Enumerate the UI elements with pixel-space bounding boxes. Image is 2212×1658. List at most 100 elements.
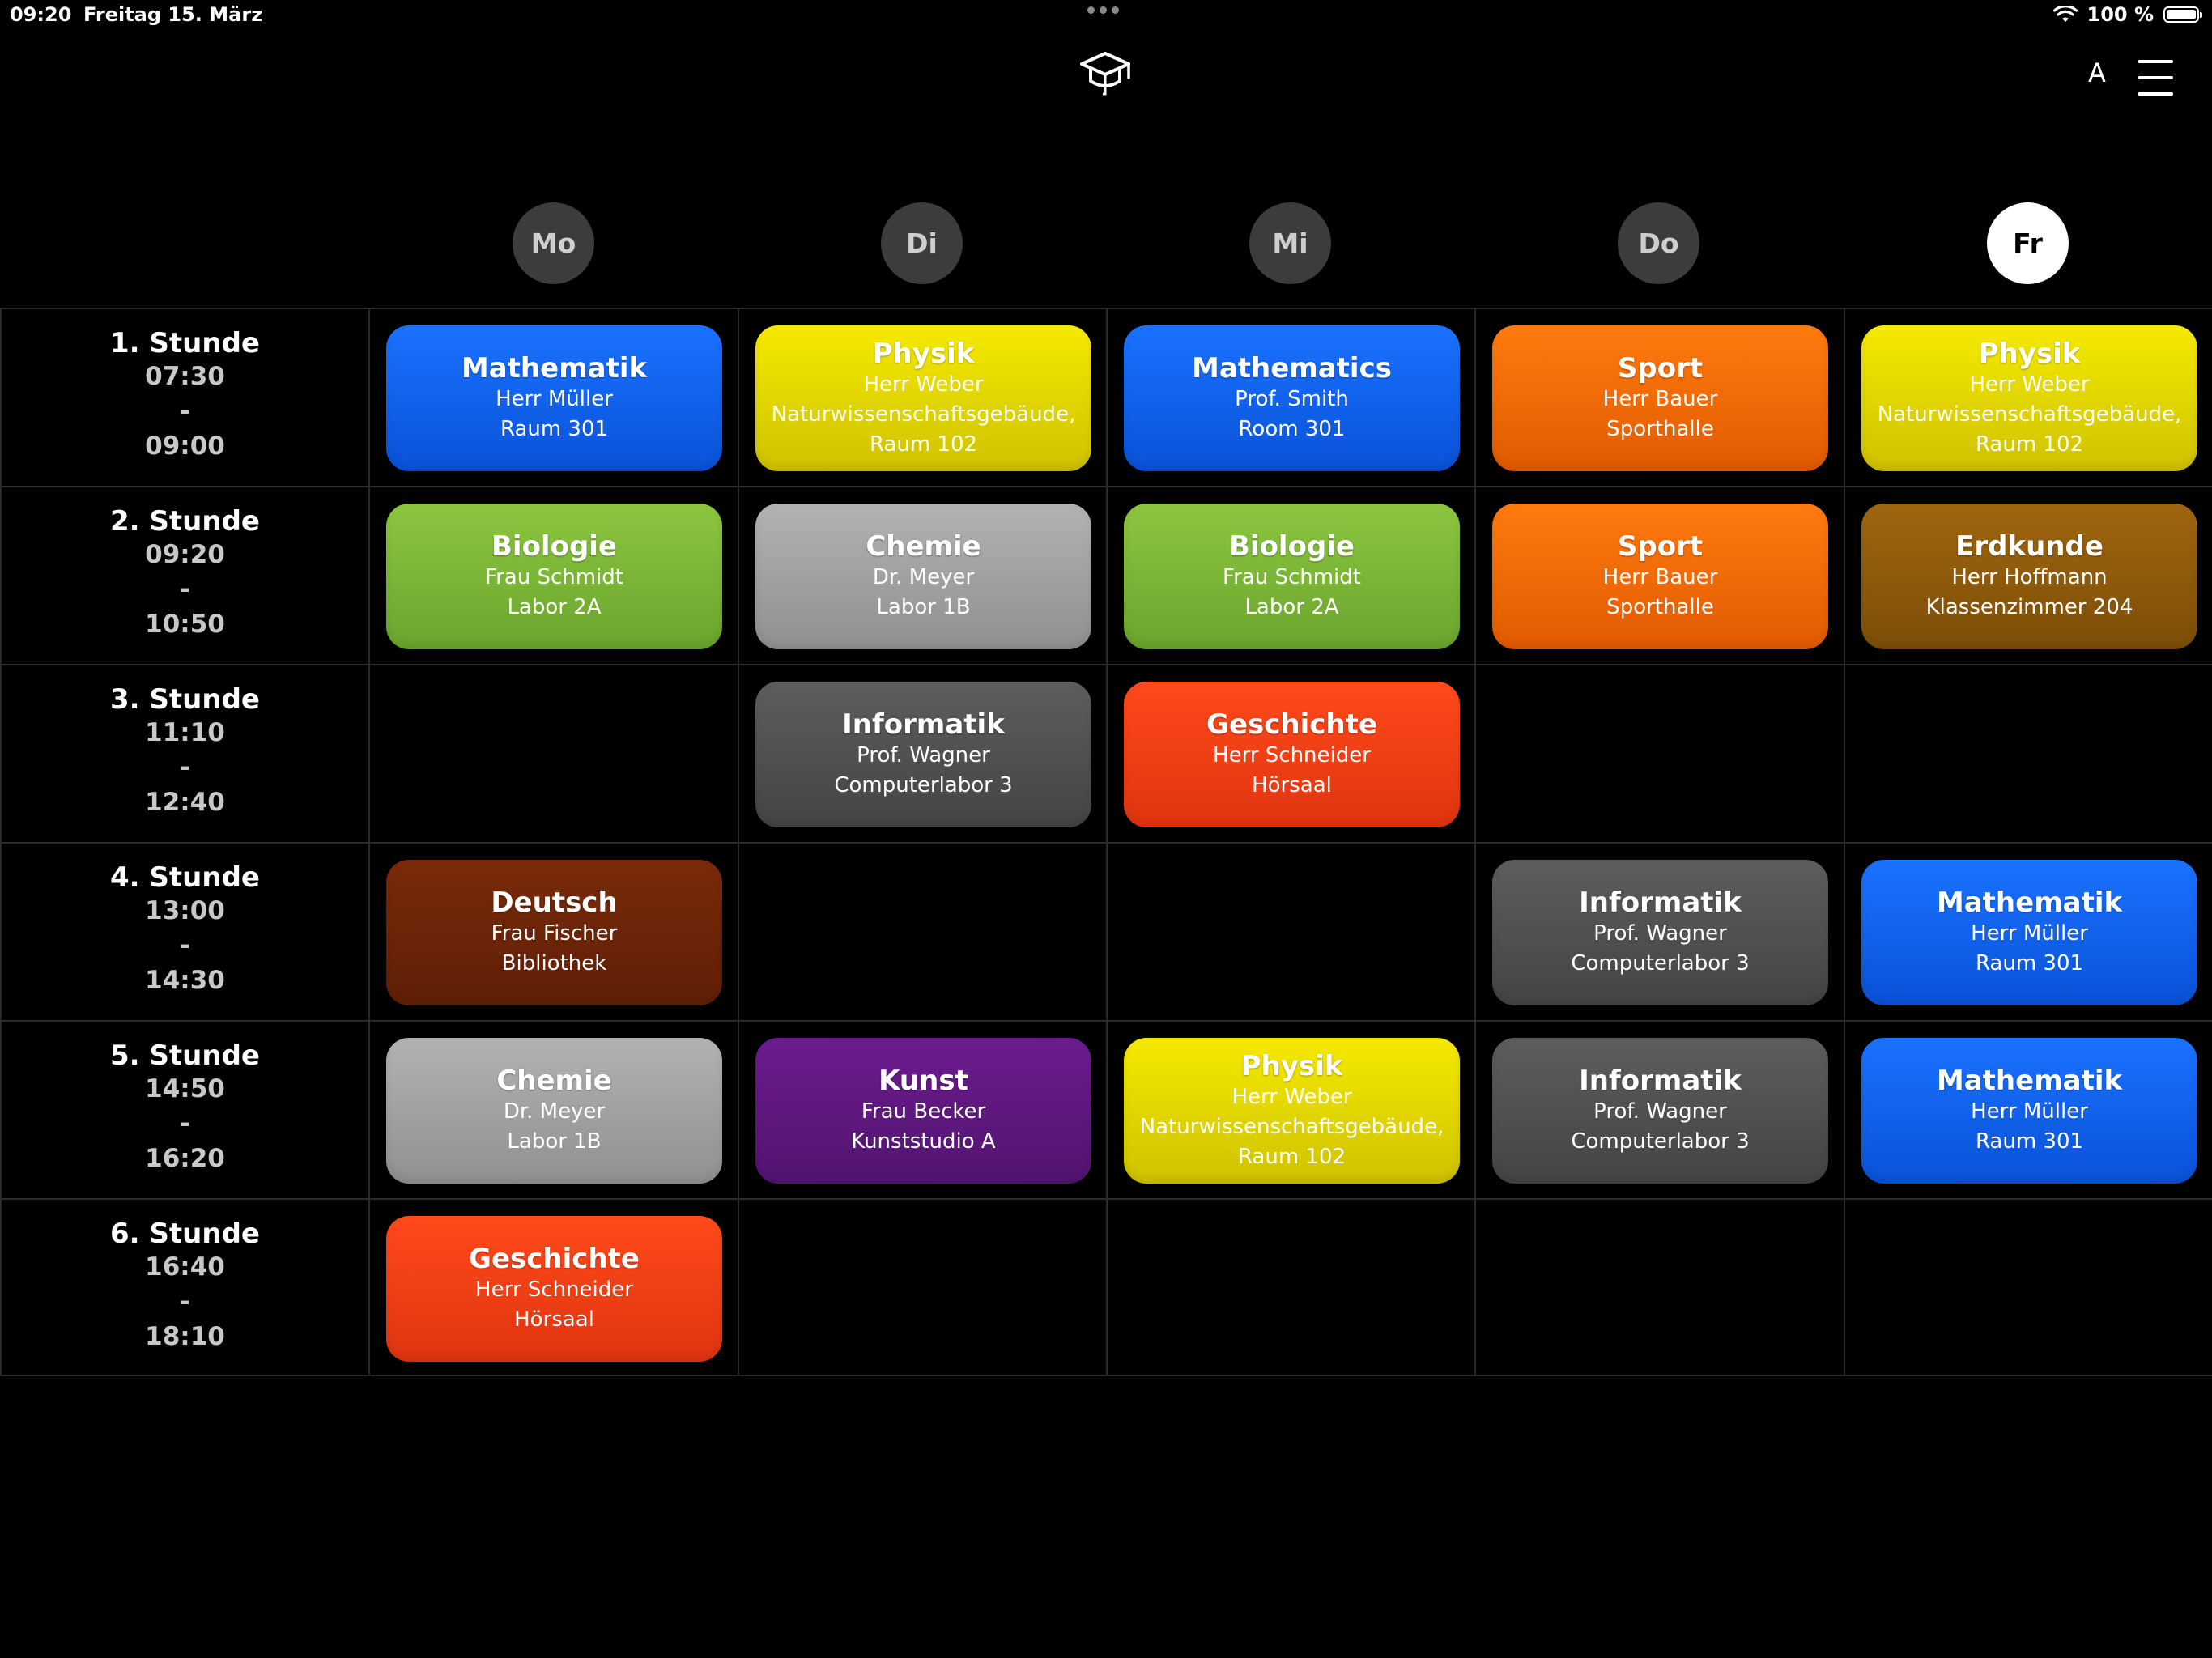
lesson-card[interactable]: Mathematik Herr Müller Raum 301	[1861, 860, 2197, 1005]
lesson-teacher: Herr Müller	[1971, 1099, 2088, 1124]
lesson-subject: Chemie	[866, 530, 981, 563]
status-time: 09:20	[10, 3, 72, 26]
period-row: 5. Stunde 14:50 - 16:20 Chemie Dr. Meyer…	[0, 1020, 2212, 1198]
lesson-card[interactable]: Deutsch Frau Fischer Bibliothek	[386, 860, 722, 1005]
lesson-card[interactable]: Informatik Prof. Wagner Computerlabor 3	[1492, 1038, 1828, 1184]
lesson-room: Raum 301	[500, 417, 609, 441]
lesson-cell: Chemie Dr. Meyer Labor 1B	[368, 1022, 738, 1198]
period-end: 14:30	[145, 966, 225, 995]
day-tab-friday[interactable]: Fr	[1987, 202, 2069, 284]
lesson-cell: Informatik Prof. Wagner Computerlabor 3	[1474, 844, 1844, 1020]
empty-cell[interactable]	[1844, 665, 2212, 842]
lesson-room: Kunststudio A	[851, 1129, 996, 1154]
empty-cell[interactable]	[1106, 1200, 1474, 1376]
empty-cell[interactable]	[738, 844, 1106, 1020]
period-row: 6. Stunde 16:40 - 18:10 Geschichte Herr …	[0, 1198, 2212, 1376]
period-row: 1. Stunde 07:30 - 09:00 Mathematik Herr …	[0, 308, 2212, 486]
lesson-teacher: Herr Hoffmann	[1951, 565, 2108, 589]
lesson-cell: Geschichte Herr Schneider Hörsaal	[1106, 665, 1474, 842]
lesson-teacher: Prof. Smith	[1235, 387, 1349, 411]
lesson-room: Bibliothek	[501, 951, 607, 976]
day-tab-wednesday[interactable]: Mi	[1249, 202, 1331, 284]
lesson-room: Room 301	[1238, 417, 1346, 441]
lesson-teacher: Herr Bauer	[1602, 387, 1718, 411]
lesson-card[interactable]: Biologie Frau Schmidt Labor 2A	[386, 504, 722, 649]
lesson-subject: Informatik	[842, 708, 1005, 741]
multitasking-dots-icon[interactable]	[1087, 6, 1119, 14]
period-row: 2. Stunde 09:20 - 10:50 Biologie Frau Sc…	[0, 486, 2212, 664]
lesson-room: Naturwissenschaftsgebäude, Raum 102	[1139, 1114, 1444, 1169]
lesson-card[interactable]: Sport Herr Bauer Sporthalle	[1492, 325, 1828, 471]
lesson-card[interactable]: Kunst Frau Becker Kunststudio A	[755, 1038, 1091, 1184]
status-date: Freitag 15. März	[83, 3, 263, 26]
lesson-card[interactable]: Physik Herr Weber Naturwissenschaftsgebä…	[755, 325, 1091, 471]
lesson-card[interactable]: Sport Herr Bauer Sporthalle	[1492, 504, 1828, 649]
lesson-cell: Sport Herr Bauer Sporthalle	[1474, 487, 1844, 664]
lesson-teacher: Herr Müller	[1971, 921, 2088, 946]
lesson-subject: Geschichte	[1206, 708, 1377, 741]
lesson-room: Naturwissenschaftsgebäude, Raum 102	[1877, 402, 2182, 457]
period-start: 16:40	[145, 1252, 225, 1282]
lesson-room: Sporthalle	[1606, 595, 1714, 619]
lesson-card[interactable]: Geschichte Herr Schneider Hörsaal	[386, 1216, 722, 1362]
lesson-teacher: Prof. Wagner	[1593, 1099, 1727, 1124]
lesson-room: Computerlabor 3	[834, 773, 1013, 797]
lesson-card[interactable]: Chemie Dr. Meyer Labor 1B	[755, 504, 1091, 649]
lesson-card[interactable]: Physik Herr Weber Naturwissenschaftsgebä…	[1124, 1038, 1460, 1184]
lesson-subject: Kunst	[878, 1065, 968, 1097]
lesson-teacher: Prof. Wagner	[1593, 921, 1727, 946]
lesson-cell: Erdkunde Herr Hoffmann Klassenzimmer 204	[1844, 487, 2212, 664]
lesson-card[interactable]: Informatik Prof. Wagner Computerlabor 3	[755, 682, 1091, 827]
lesson-card[interactable]: Informatik Prof. Wagner Computerlabor 3	[1492, 860, 1828, 1005]
menu-icon[interactable]	[2138, 60, 2173, 96]
empty-cell[interactable]	[1474, 1200, 1844, 1376]
font-size-button[interactable]: A	[2082, 52, 2112, 94]
lesson-cell: Physik Herr Weber Naturwissenschaftsgebä…	[1844, 309, 2212, 486]
lesson-teacher: Herr Weber	[1231, 1084, 1352, 1109]
period-label: 5. Stunde	[110, 1039, 260, 1072]
lesson-cell: Chemie Dr. Meyer Labor 1B	[738, 487, 1106, 664]
lesson-subject: Deutsch	[491, 886, 618, 919]
day-tab-monday[interactable]: Mo	[513, 202, 594, 284]
empty-cell[interactable]	[368, 665, 738, 842]
lesson-card[interactable]: Biologie Frau Schmidt Labor 2A	[1124, 504, 1460, 649]
lesson-room: Hörsaal	[1252, 773, 1332, 797]
lesson-cell: Biologie Frau Schmidt Labor 2A	[1106, 487, 1474, 664]
lesson-room: Labor 1B	[876, 595, 971, 619]
lesson-cell: Sport Herr Bauer Sporthalle	[1474, 309, 1844, 486]
empty-cell[interactable]	[1844, 1200, 2212, 1376]
empty-cell[interactable]	[1474, 665, 1844, 842]
lesson-card[interactable]: Chemie Dr. Meyer Labor 1B	[386, 1038, 722, 1184]
lesson-cell: Geschichte Herr Schneider Hörsaal	[368, 1200, 738, 1376]
lesson-card[interactable]: Erdkunde Herr Hoffmann Klassenzimmer 204	[1861, 504, 2197, 649]
lesson-card[interactable]: Geschichte Herr Schneider Hörsaal	[1124, 682, 1460, 827]
lesson-card[interactable]: Mathematik Herr Müller Raum 301	[1861, 1038, 2197, 1184]
lesson-card[interactable]: Mathematics Prof. Smith Room 301	[1124, 325, 1460, 471]
lesson-card[interactable]: Physik Herr Weber Naturwissenschaftsgebä…	[1861, 325, 2197, 471]
empty-cell[interactable]	[1106, 844, 1474, 1020]
period-label: 3. Stunde	[110, 683, 260, 716]
period-separator: -	[180, 397, 190, 426]
period-time-cell: 3. Stunde 11:10 - 12:40	[0, 665, 368, 842]
lesson-teacher: Frau Fischer	[491, 921, 618, 946]
lesson-subject: Sport	[1617, 352, 1704, 385]
period-start: 09:20	[145, 540, 225, 569]
empty-cell[interactable]	[738, 1200, 1106, 1376]
lesson-cell: Mathematik Herr Müller Raum 301	[1844, 844, 2212, 1020]
lesson-room: Hörsaal	[514, 1307, 594, 1332]
day-tab-tuesday[interactable]: Di	[881, 202, 963, 284]
lesson-subject: Mathematik	[1936, 1065, 2123, 1097]
lesson-subject: Physik	[1978, 337, 2081, 370]
period-separator: -	[180, 753, 190, 782]
wifi-icon	[2052, 6, 2078, 22]
lesson-cell: Informatik Prof. Wagner Computerlabor 3	[1474, 1022, 1844, 1198]
lesson-teacher: Dr. Meyer	[503, 1099, 606, 1124]
period-end: 16:20	[145, 1144, 225, 1173]
lesson-teacher: Herr Weber	[863, 372, 984, 397]
lesson-subject: Mathematik	[1936, 886, 2123, 919]
lesson-teacher: Frau Schmidt	[1223, 565, 1361, 589]
period-row: 3. Stunde 11:10 - 12:40 Informatik Prof.…	[0, 664, 2212, 842]
day-tab-thursday[interactable]: Do	[1618, 202, 1699, 284]
lesson-teacher: Prof. Wagner	[857, 743, 990, 767]
lesson-card[interactable]: Mathematik Herr Müller Raum 301	[386, 325, 722, 471]
